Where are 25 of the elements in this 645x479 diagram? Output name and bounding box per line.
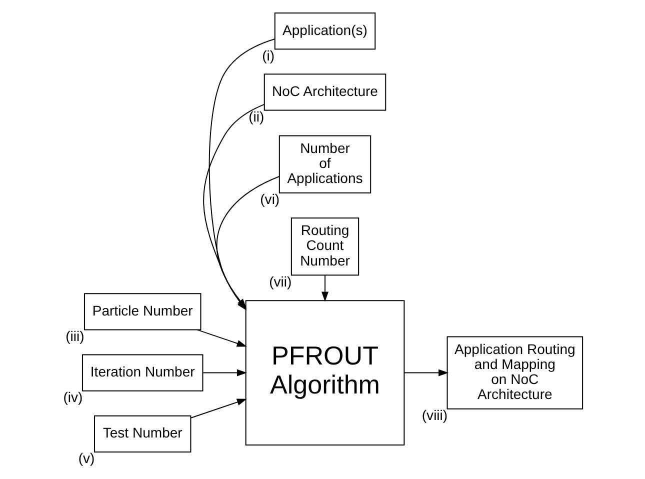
arrow: [216, 176, 280, 308]
node-label: (v): [78, 450, 94, 466]
node-label: (iii): [65, 327, 84, 344]
node-box: Particle Number: [83, 292, 201, 330]
node-label: (iv): [62, 388, 82, 405]
node-box: Iteration Number: [81, 354, 203, 391]
node-box: Routing Count Number: [290, 216, 359, 276]
node-label: (vi): [260, 190, 280, 207]
node-box: Application(s): [274, 12, 376, 50]
node-label: (i): [262, 46, 274, 63]
arrow: [208, 38, 275, 310]
arrow: [202, 103, 264, 310]
arrow: [196, 328, 246, 346]
node-box: PFROUT Algorithm: [244, 300, 404, 445]
arrow: [321, 274, 328, 302]
arrow: [190, 398, 246, 418]
arrow: [403, 368, 448, 376]
arrow: [202, 368, 247, 376]
node-label: (ii): [248, 108, 264, 124]
node-box: Number of Applications: [278, 134, 371, 193]
node-label: (viii): [421, 406, 448, 423]
node-label: (vii): [268, 272, 292, 289]
node-box: Test Number: [94, 414, 191, 452]
node-box: Application Routing and Mapping on NoC Architecture: [446, 336, 583, 409]
node-box: NoC Architecture: [263, 73, 386, 110]
